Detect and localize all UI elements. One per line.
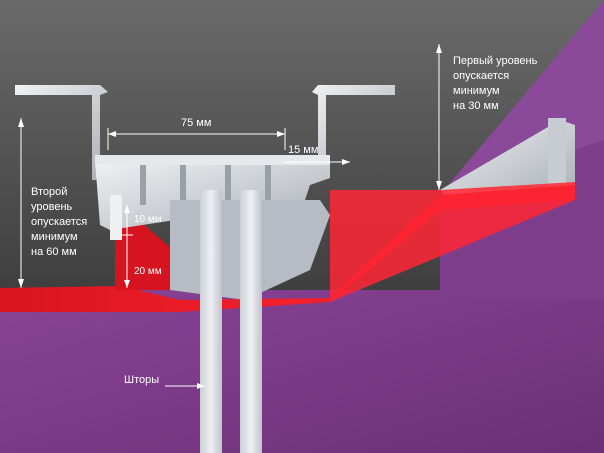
profile-rib-2: [180, 165, 186, 205]
note-second-level: Второй уровень опускается минимум на 60 …: [31, 186, 90, 258]
wall-lower: [0, 290, 604, 453]
dim-10-label: 10 мм: [134, 214, 162, 225]
curtain-panel-2: [240, 190, 262, 453]
profile-left-lip: [110, 195, 122, 240]
right-profile: [440, 120, 575, 200]
dimension-15mm: [284, 159, 350, 165]
dim-20-label: 20 мм: [134, 266, 162, 277]
dimension-75mm: [107, 128, 286, 150]
stretch-ceiling-red-upper: [330, 182, 575, 302]
dimension-vertical: [121, 205, 133, 288]
profile-rib-1: [140, 165, 146, 205]
arrow-second-level: [18, 118, 24, 288]
dim-15-label: 15 мм: [288, 144, 318, 156]
profile-rib-3: [225, 165, 231, 205]
main-profile-top: [95, 155, 330, 165]
dim-75-label: 75 мм: [181, 117, 211, 129]
curtains-label: Шторы: [124, 374, 159, 386]
note-first-level: Первый уровень опускается минимум на 30 …: [453, 55, 540, 112]
profile-rib-4: [265, 165, 271, 205]
arrow-first-level: [436, 44, 442, 190]
right-profile-end: [548, 118, 566, 188]
curtain-panel-1: [200, 190, 222, 453]
curtains-arrow: [197, 383, 205, 389]
